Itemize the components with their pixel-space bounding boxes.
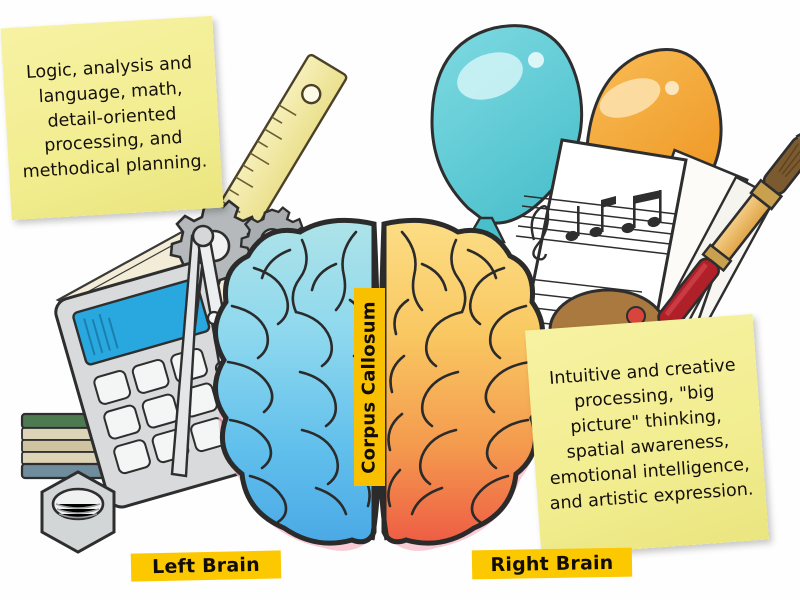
brain-right-hemisphere <box>381 217 545 546</box>
left-brain-label-text: Left Brain <box>151 553 261 579</box>
corpus-callosum-label: Corpus Callosum <box>354 288 385 486</box>
right-brain-note: Intuitive and creative processing, "big … <box>525 313 769 557</box>
paintbrush-icon <box>657 129 800 331</box>
right-brain-label: Right Brain <box>471 547 633 580</box>
right-brain-label-text: Right Brain <box>490 551 614 576</box>
brain-graphic <box>213 217 545 551</box>
brain-left-hemisphere <box>213 217 377 546</box>
corpus-callosum-label-text: Corpus Callosum <box>359 300 381 474</box>
hex-nut-icon <box>40 470 116 554</box>
right-brain-note-text: Intuitive and creative processing, "big … <box>548 355 755 514</box>
left-brain-label: Left Brain <box>130 550 282 582</box>
left-brain-note-text: Logic, analysis and language, math, deta… <box>22 53 208 183</box>
left-brain-note: Logic, analysis and language, math, deta… <box>0 15 224 221</box>
balloon-teal-icon <box>430 24 584 301</box>
